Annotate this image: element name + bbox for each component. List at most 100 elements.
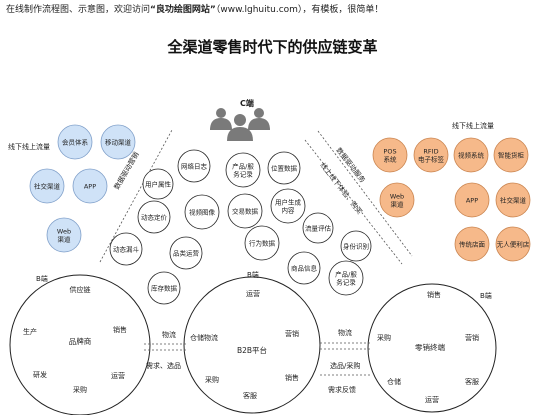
data-cloud-bubble: [227, 193, 263, 229]
data-cloud-bubble-label: 产品/服务记录: [335, 269, 357, 286]
b-right-item: 客服: [465, 377, 479, 386]
data-cloud-bubble-label: 网络日志: [181, 161, 208, 170]
flow-left-bottom: 需求、选品: [146, 361, 181, 370]
flow-right-bottom: 需求反馈: [328, 385, 356, 394]
data-cloud-bubble-label: 商品信息: [291, 263, 318, 272]
flow-right: 物流 选品/采购 需求反馈: [320, 328, 370, 394]
left-diagonal-line: [99, 129, 173, 263]
online-channel-bubble: [100, 124, 136, 160]
b-left-item: 研发: [33, 370, 47, 379]
flow-left: 物流 需求、选品: [144, 330, 188, 370]
data-cloud-bubble: [109, 232, 143, 266]
offline-channel-bubble: [372, 137, 408, 173]
offline-channel-bubble: [454, 182, 490, 218]
b-middle-item: 销售: [285, 373, 299, 382]
online-channel-bubble: [29, 168, 65, 204]
b-right-item: 采购: [377, 333, 391, 342]
diagram-title: 全渠道零售时代下的供应链变革: [167, 38, 378, 56]
flow-left-top: 物流: [162, 330, 176, 339]
offline-channel-bubble-label: 视频系统: [458, 150, 485, 159]
data-cloud-bubble: [328, 260, 364, 296]
b-left-item: 销售: [113, 325, 127, 334]
offline-channel-bubble: [495, 182, 531, 218]
data-cloud-bubble: [225, 152, 261, 188]
data-cloud-bubble: [137, 200, 171, 234]
data-cloud-bubble: [302, 212, 334, 244]
offline-channel-bubble: [454, 226, 490, 262]
online-channels-caption: 线下线上流量: [8, 142, 50, 151]
data-cloud-bubble: [270, 188, 306, 224]
data-cloud-bubble: [142, 168, 174, 200]
data-cloud-bubble: [340, 230, 372, 262]
offline-channel-bubble-label: 社交渠道: [500, 195, 527, 204]
data-cloud-bubble-label: 视频图像: [189, 207, 216, 216]
site-name: “良功绘图网站”: [150, 5, 216, 15]
data-cloud-bubble: [169, 236, 203, 270]
b-middle-item: 客服: [243, 391, 257, 400]
b-right-corner: B端: [480, 291, 492, 300]
b-right-item: 营销: [465, 333, 479, 342]
flow-right-top: 物流: [338, 328, 352, 337]
b-right-item: 销售: [427, 290, 441, 299]
data-cloud-bubble-label: 库存数据: [151, 283, 178, 292]
offline-channel-bubble: [413, 137, 449, 173]
offline-channel-bubble-label: 传统店面: [459, 239, 486, 248]
data-cloud-bubble: [287, 251, 321, 285]
online-channel-bubble: [57, 124, 93, 160]
online-channel-bubble-label: APP: [84, 182, 96, 190]
consumer-label: C端: [240, 98, 254, 108]
online-channel-bubble-label: 移动渠道: [105, 137, 132, 146]
offline-channel-bubble: [493, 137, 529, 173]
b-left-item: 生产: [23, 327, 37, 336]
b-left-corner: B端: [36, 274, 48, 283]
b-middle-item: 仓储物流: [190, 333, 218, 342]
data-cloud-bubble: [267, 151, 301, 185]
b-right-item: 运营: [425, 395, 439, 404]
b-middle-item: 运营: [246, 289, 260, 298]
b-right-circle: [367, 283, 497, 413]
consumer-group: C端: [210, 98, 270, 141]
data-cloud-bubble: [184, 194, 220, 230]
flow-right-middle: 选品/采购: [330, 361, 360, 370]
b-middle-item: 营销: [285, 329, 299, 338]
b-right-item: 仓储: [387, 377, 401, 386]
online-channel-bubble: [46, 217, 82, 253]
people-group-icon: [210, 108, 270, 141]
offline-channel-bubble-label: 无人便利店: [497, 239, 530, 248]
b-middle-circle: [183, 276, 321, 414]
data-cloud-bubble-label: 位置数据: [271, 163, 298, 172]
data-cloud-bubble: [244, 225, 280, 261]
offline-channel-bubble: [453, 137, 489, 173]
data-cloud-bubble-label: 身份识别: [343, 241, 369, 250]
data-cloud-bubble-label: 动态漏斗: [113, 244, 140, 253]
b-left-item: 运营: [111, 371, 125, 380]
b-middle-center: B2B平台: [237, 345, 267, 355]
b-left-center: 品牌商: [69, 336, 92, 346]
data-cloud-bubble: [147, 271, 181, 305]
data-cloud-bubble: [177, 149, 211, 183]
data-cloud-bubble-label: 行为数据: [249, 238, 276, 247]
data-cloud-bubble-label: 用户生成内容: [275, 197, 302, 214]
data-cloud-bubble-label: 流量评估: [305, 223, 332, 232]
offline-channel-bubble-label: APP: [466, 196, 478, 204]
data-cloud: 网络日志产品/服务记录位置数据用户属性动态定价视频图像交易数据用户生成内容流量评…: [109, 149, 372, 305]
offline-channel-bubble-label: 智能货柜: [498, 150, 525, 159]
b-middle-item: 采购: [205, 375, 219, 384]
header-note-suffix: （www.lghuitu.com），有模板，很简单！: [215, 5, 384, 15]
offline-channel-bubble: [379, 182, 415, 218]
offline-channel-bubble: [495, 226, 531, 262]
b-middle-corner: B端: [247, 270, 259, 279]
data-cloud-bubble-label: 产品/服务记录: [232, 161, 254, 178]
b-right-center: 零销终端: [415, 342, 445, 352]
data-cloud-bubble-label: 用户属性: [145, 179, 172, 188]
data-cloud-bubble-label: 动态定价: [141, 212, 168, 221]
